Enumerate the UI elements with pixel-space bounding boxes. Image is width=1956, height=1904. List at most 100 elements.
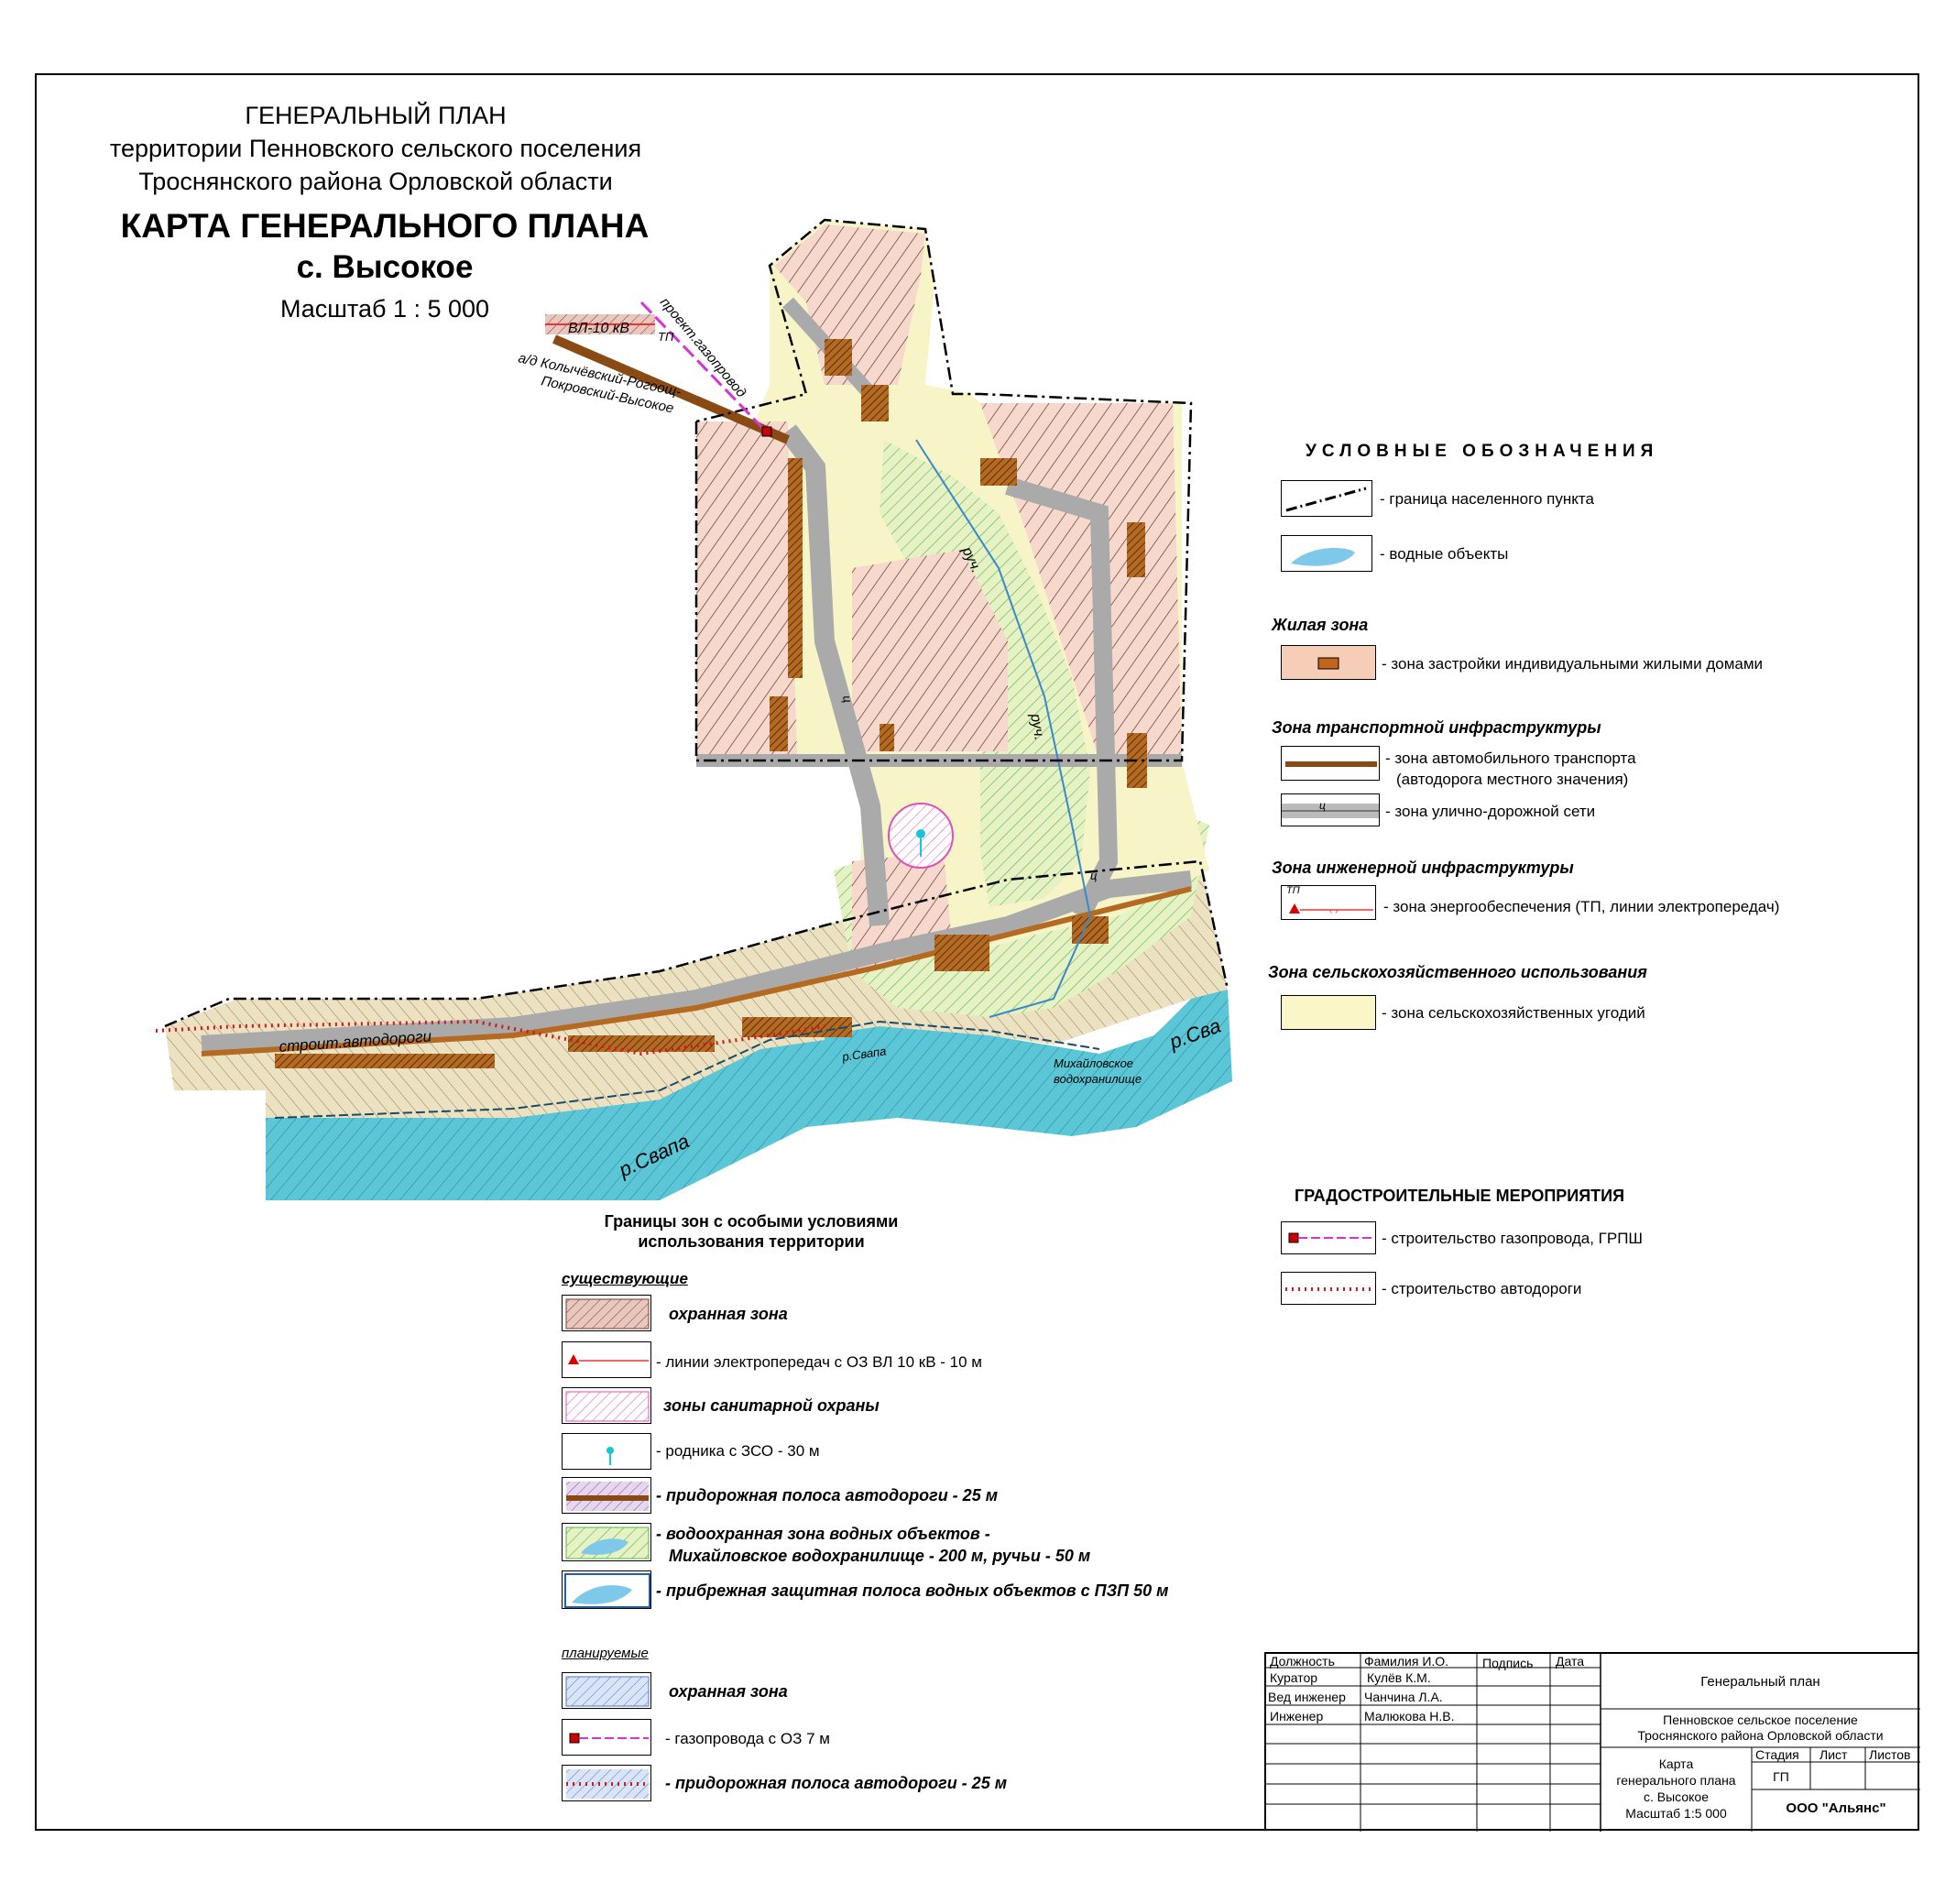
zone-waterprot-label-1: - водоохранная зона водных объектов -: [656, 1525, 990, 1543]
gas-grpsh: [761, 426, 772, 437]
zone-protect-swatch: [562, 1295, 651, 1331]
stamp-r2-pos: Вед инженер: [1268, 1690, 1346, 1704]
legend-auto-label-1: - зона автомобильного транспорта: [1385, 750, 1636, 767]
auto-road-south: [201, 886, 1192, 1056]
label-street-1: ц: [840, 695, 855, 704]
plan-subtitle-2: Троснянского района Орловской области: [138, 168, 613, 195]
zones-heading-2: использования территории: [638, 1232, 865, 1251]
measures-heading: ГРАДОСТРОИТЕЛЬНЫЕ МЕРОПРИЯТИЯ: [1295, 1187, 1625, 1205]
zones-heading-1: Границы зон с особыми условиями: [604, 1212, 899, 1231]
legend-water-label: - водные объекты: [1380, 545, 1509, 563]
stamp-h-list: Лист: [1819, 1747, 1848, 1762]
measure-gas-swatch: [1281, 1221, 1376, 1254]
zone-power-swatch: [562, 1341, 651, 1378]
zone-sanitary-label: зоны санитарной охраны: [663, 1396, 880, 1415]
legend-agri-swatch: [1281, 995, 1376, 1030]
legend-residential-swatch: [1281, 645, 1376, 680]
legend-sec-agri: Зона сельскохозяйственного использования: [1268, 963, 1647, 981]
residential-north: [774, 224, 925, 385]
stamp-doc: Генеральный план: [1700, 1674, 1820, 1690]
measure-road-swatch: [1281, 1272, 1376, 1305]
zone-spring-label: - родника с ЗСО - 30 м: [656, 1442, 820, 1460]
label-stream-2: руч.: [1027, 712, 1047, 742]
stamp-stage: ГП: [1773, 1769, 1789, 1784]
zones-heading: Границы зон с особыми условиями использо…: [550, 1211, 953, 1252]
legend-sec-engineering: Зона инженерной инфраструктуры: [1272, 859, 1574, 877]
planned-road: [155, 1019, 825, 1056]
stamp-r3-pos: Инженер: [1270, 1709, 1324, 1723]
stamp-h-position: Должность: [1270, 1654, 1335, 1669]
legend-street-label: - зона улично-дорожной сети: [1385, 803, 1596, 820]
sheet-frame: [35, 73, 1919, 1831]
settlement-border: [694, 218, 1193, 762]
label-reservoir-2: водохранилище: [1054, 1072, 1142, 1086]
stamp-r1-name: Кулёв К.М.: [1367, 1670, 1431, 1685]
legend-border-swatch: [1281, 480, 1372, 517]
stamp-h-date: Дата: [1556, 1654, 1585, 1669]
label-vl: ВЛ-10 кВ: [568, 321, 629, 336]
label-street-2: ц: [1090, 869, 1097, 882]
street-south: [201, 870, 1193, 1054]
stamp-place-2: Троснянского района Орловской области: [1637, 1728, 1884, 1743]
spring: [916, 829, 925, 838]
residential-mid: [852, 550, 1008, 751]
map-title: КАРТА ГЕНЕРАЛЬНОГО ПЛАНА: [120, 207, 650, 245]
measure-road-label: - строительство автодороги: [1382, 1280, 1582, 1297]
stamp-h-lists: Листов: [1869, 1747, 1911, 1762]
title-stamp: Должность Фамилия И.О. Подпись Дата Кура…: [1264, 1652, 1920, 1832]
stamp-r2-name: Чанчина Л.А.: [1364, 1690, 1443, 1704]
legend-energy-swatch: ‹ ›: [1281, 885, 1376, 920]
zone-coastal-label: - прибрежная защитная полоса водных объе…: [656, 1581, 1169, 1600]
river-bank: [274, 1020, 1100, 1119]
auto-road: [552, 334, 790, 444]
stamp-company: ООО "Альянс": [1786, 1800, 1886, 1816]
plan-heading: ГЕНЕРАЛЬНЫЙ ПЛАН: [245, 102, 507, 129]
legend-sec-residential: Жилая зона: [1272, 616, 1369, 634]
label-river-1: р.Свапа: [840, 1044, 887, 1064]
legend-auto-label-2: (автодорога местного значения): [1396, 771, 1629, 788]
village-title: с. Высокое: [296, 249, 474, 285]
legend-border-label: - граница населенного пункта: [1380, 490, 1594, 508]
stamp-sheet-4: Масштаб 1:5 000: [1625, 1806, 1727, 1821]
plan-subtitle-1: территории Пенновского сельского поселен…: [109, 135, 642, 162]
zone-planned-roadside-swatch: [562, 1765, 651, 1801]
zone-planned-roadside-label: - придорожная полоса автодороги - 25 м: [665, 1774, 1008, 1792]
legend-heading: УСЛОВНЫЕ ОБОЗНАЧЕНИЯ: [1306, 442, 1659, 461]
legend-street-swatch: [1281, 793, 1380, 826]
zone-spring-swatch: [562, 1433, 651, 1470]
label-reservoir-1: Михайловское: [1054, 1056, 1133, 1070]
buildings: [275, 339, 1147, 1068]
stamp-sheet-1: Карта: [1658, 1756, 1694, 1771]
stamp-sheet-3: с. Высокое: [1644, 1789, 1709, 1804]
zone-protect-label: охранная зона: [669, 1305, 788, 1323]
map-scale: Масштаб 1 : 5 000: [279, 295, 490, 323]
measure-gas-label: - строительство газопровода, ГРПШ: [1382, 1230, 1643, 1247]
label-tp: ТП: [658, 330, 674, 344]
zone-planned-protect-swatch: [562, 1672, 651, 1709]
svg-text:‹ ›: ‹ ›: [1329, 906, 1338, 916]
legend-sec-transport: Зона транспортной инфраструктуры: [1272, 718, 1601, 737]
zone-waterprot-label-2: Михайловское водохранилище - 200 м, ручь…: [669, 1547, 1091, 1565]
legend-energy-label: - зона энергообеспечения (ТП, линии элек…: [1383, 898, 1780, 915]
legend-residential-label: - зона застройки индивидуальными жилыми …: [1382, 655, 1764, 673]
stamp-h-sign: Подпись: [1482, 1656, 1534, 1670]
legend-energy-tag: ТП: [1286, 885, 1300, 896]
zone-planned-gas-label: - газопровода с ОЗ 7 м: [665, 1730, 830, 1747]
legend-water-swatch: [1281, 535, 1372, 572]
stamp-h-name: Фамилия И.О.: [1364, 1654, 1449, 1669]
stamp-r3-name: Малюкова Н.В.: [1364, 1709, 1455, 1723]
zone-waterprot-swatch: [562, 1523, 651, 1561]
legend-auto-swatch: [1281, 746, 1380, 781]
residential-west: [696, 421, 797, 761]
stamp-sheet-2: генерального плана: [1616, 1773, 1736, 1788]
zone-roadside-label: - придорожная полоса автодороги - 25 м: [656, 1486, 999, 1505]
zones-existing: существующие: [562, 1270, 688, 1287]
settlement-border-south: [164, 859, 1229, 1028]
legend-agri-label: - зона сельскохозяйственных угодий: [1382, 1004, 1645, 1022]
gas-pipeline: [639, 301, 771, 437]
stamp-place-1: Пенновское сельское поселение: [1663, 1713, 1858, 1727]
stamp-h-stage: Стадия: [1755, 1747, 1799, 1762]
zone-roadside-swatch: [562, 1477, 651, 1514]
street-main: [780, 424, 890, 926]
